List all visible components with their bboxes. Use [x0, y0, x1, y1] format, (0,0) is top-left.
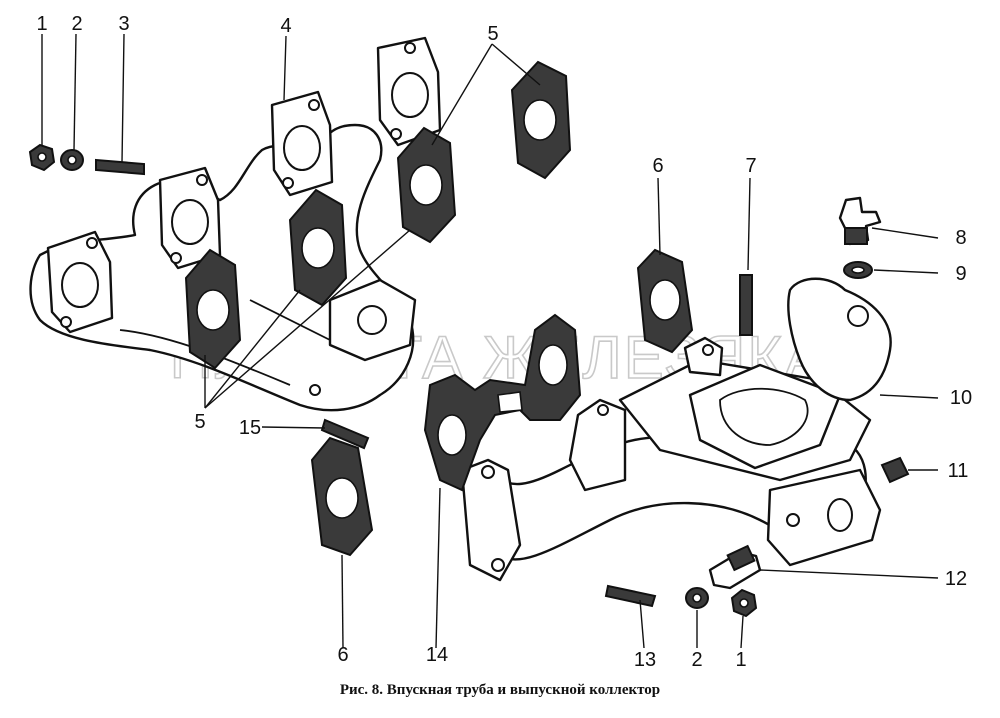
nut [28, 143, 56, 172]
washer [685, 587, 709, 609]
intake-pipe [460, 277, 892, 582]
exhaust-gasket [288, 188, 348, 307]
intake-gasket [423, 313, 582, 492]
callout-7: 7 [745, 155, 756, 177]
manifold-port-3 [270, 90, 334, 197]
callout-6-bottom: 6 [337, 644, 348, 666]
callout-6-top: 6 [652, 155, 663, 177]
callout-10: 10 [950, 387, 972, 409]
stud [604, 584, 657, 608]
manifold-port-4 [376, 36, 442, 147]
callout-numbers: 1 2 3 4 5 5 6 7 8 9 10 11 12 13 2 1 14 6… [36, 13, 972, 671]
exhaust-manifold [29, 36, 442, 412]
exhaust-gasket [510, 60, 572, 180]
exhaust-gasket [310, 436, 374, 557]
callout-15: 15 [239, 417, 261, 439]
figure-caption: Рис. 8. Впускная труба и выпускной колле… [339, 682, 661, 698]
callout-2: 2 [71, 13, 82, 35]
callout-12: 12 [945, 568, 967, 590]
sealing-washer [843, 261, 873, 279]
callout-14: 14 [426, 644, 448, 666]
exhaust-gasket [396, 126, 457, 244]
callout-3: 3 [118, 13, 129, 35]
exhaust-gasket [184, 248, 242, 370]
callout-5-top: 5 [487, 23, 498, 45]
stud [320, 418, 370, 450]
nut [730, 588, 758, 618]
stud [95, 158, 145, 176]
hose-fitting [708, 544, 762, 590]
callout-11: 11 [948, 460, 969, 482]
callout-2-bottom: 2 [691, 649, 702, 671]
callout-8: 8 [955, 227, 966, 249]
callout-1-bottom: 1 [735, 649, 746, 671]
callout-5-bottom: 5 [194, 411, 205, 433]
stud [739, 274, 753, 336]
leader-lines [41, 33, 939, 649]
washer [60, 149, 84, 171]
intake-gasket-small [636, 248, 694, 354]
callout-9: 9 [955, 263, 966, 285]
callout-1: 1 [36, 13, 47, 35]
vacuum-fitting [838, 196, 882, 246]
callout-4: 4 [280, 15, 291, 37]
callout-13: 13 [634, 649, 656, 671]
plug [880, 456, 910, 484]
manifold-port-1 [46, 230, 114, 334]
